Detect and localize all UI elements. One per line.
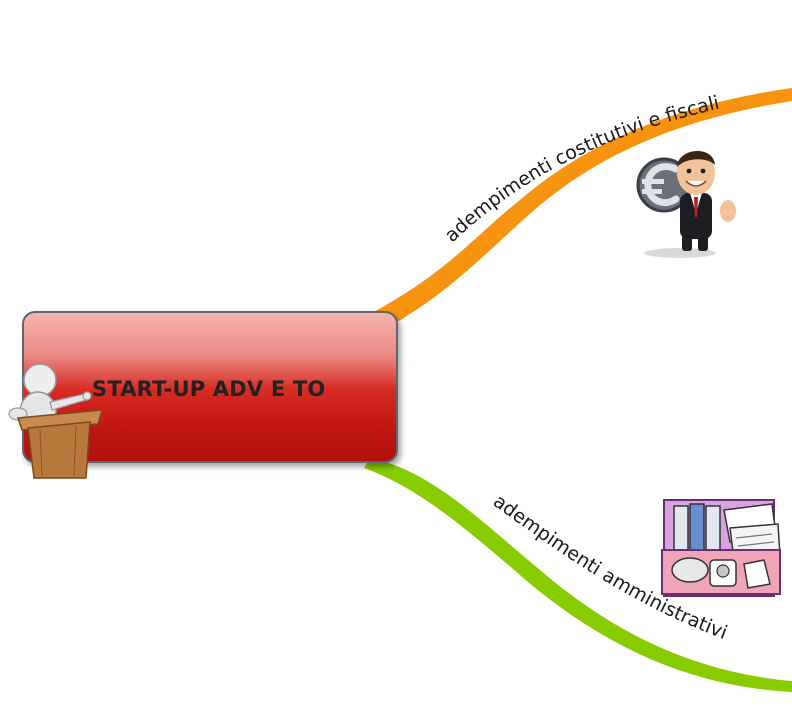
office-files-icon — [661, 499, 781, 597]
businessman-euro-icon — [636, 150, 736, 258]
branch-connector-bottom — [364, 458, 792, 692]
branch-connector-top — [372, 88, 792, 326]
root-node-title: START-UP ADV E TO — [92, 377, 326, 401]
speaker-at-podium-icon — [8, 363, 104, 479]
